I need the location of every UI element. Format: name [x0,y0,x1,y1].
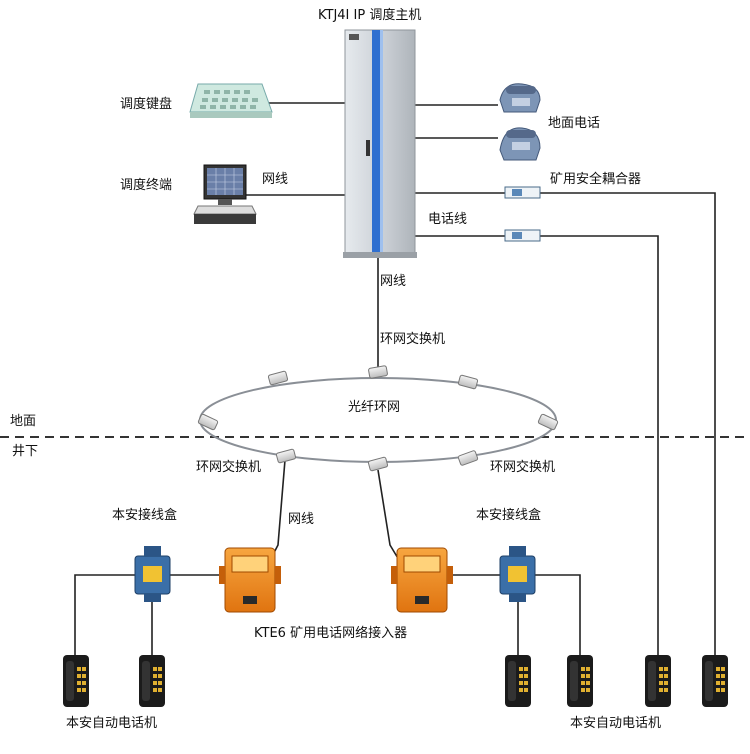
fiber-ring [199,377,557,463]
desk-phone-icon [499,83,541,113]
network-cable-left-label: 网线 [288,512,315,527]
access-device-label: KTE6 矿用电话网络接入器 [254,626,408,641]
mine-phone-icon [702,655,728,707]
junction-box-icon [499,546,536,602]
coupler-icon [504,229,541,242]
auto-phone-right-label: 本安自动电话机 [570,716,662,731]
junction-box-left-label: 本安接线盒 [112,508,178,523]
dispatch-host-cabinet [343,29,417,258]
auto-phone-left-label: 本安自动电话机 [66,716,158,731]
keyboard-icon [189,83,273,118]
computer-terminal-icon [193,164,257,224]
junction-box-icon [134,546,171,602]
underground-label: 井下 [12,444,39,459]
mine-coupler-label: 矿用安全耦合器 [550,172,642,187]
host-title-label: KTJ4I IP 调度主机 [318,8,422,23]
ring-switch-top-label: 环网交换机 [380,332,446,347]
mine-phone-icon [505,655,531,707]
dispatch-terminal-label: 调度终端 [120,178,173,193]
access-device-icon [219,547,281,613]
mine-phone-icon [139,655,165,707]
ring-switch [197,365,559,472]
access-device-icon [391,547,453,613]
junction-box-right-label: 本安接线盒 [476,508,542,523]
coupler-icon [504,186,541,199]
dispatch-keyboard-label: 调度键盘 [120,97,173,112]
mine-phone-icon [567,655,593,707]
desk-phone-icon [499,127,541,161]
ring-switch-right-label: 环网交换机 [490,460,556,475]
network-cable-terminal-label: 网线 [262,172,289,187]
phone-line-label: 电话线 [428,212,468,227]
ring-switch-left-label: 环网交换机 [196,460,262,475]
fiber-ring-label: 光纤环网 [348,400,401,415]
ground-label: 地面 [10,414,37,429]
mine-phone-icon [645,655,671,707]
mine-phone-icon [63,655,89,707]
ground-phone-label: 地面电话 [548,116,601,131]
network-cable-host-label: 网线 [380,274,407,289]
